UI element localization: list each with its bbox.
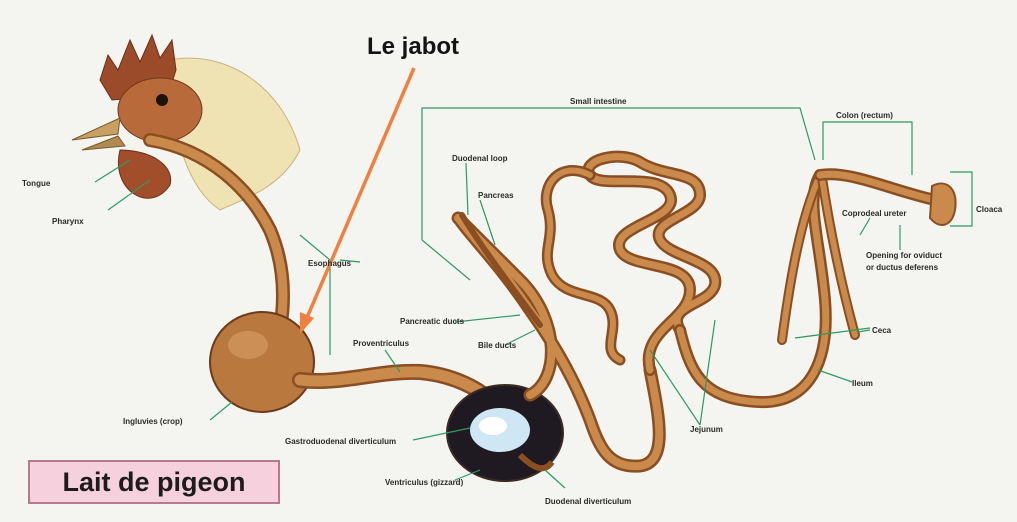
label-duodenal-diverticulum: Duodenal diverticulum: [545, 497, 631, 506]
label-gastroduodenal: Gastroduodenal diverticulum: [285, 437, 396, 446]
label-ventriculus: Ventriculus (gizzard): [385, 478, 464, 487]
label-ileum: Ileum: [852, 379, 873, 388]
caption-text: Lait de pigeon: [62, 467, 245, 498]
label-proventriculus: Proventriculus: [353, 339, 410, 348]
title-text: Le jabot: [367, 33, 459, 60]
title-arrow-head: [300, 312, 314, 334]
label-tongue: Tongue: [22, 179, 51, 188]
label-pharynx: Pharynx: [52, 217, 84, 226]
cloaca-illustration: [930, 183, 956, 224]
rooster-head-illustration: [72, 35, 300, 210]
label-colon-rectum: Colon (rectum): [836, 111, 893, 120]
label-ceca: Ceca: [872, 326, 892, 335]
label-cloaca: Cloaca: [976, 205, 1003, 214]
label-opening-oviduct: Opening for oviduct: [866, 251, 942, 260]
label-esophagus: Esophagus: [308, 259, 352, 268]
label-pancreas: Pancreas: [478, 191, 514, 200]
caption-box: Lait de pigeon: [28, 460, 280, 504]
label-duodenal-loop: Duodenal loop: [452, 154, 508, 163]
label-jejunum: Jejunum: [690, 425, 723, 434]
label-pancreatic-ducts: Pancreatic ducts: [400, 317, 465, 326]
label-small-intestine: Small intestine: [570, 97, 627, 106]
label-crop: Ingluvies (crop): [123, 417, 183, 426]
label-coprodeal-ureter: Coprodeal ureter: [842, 209, 906, 218]
label-ductus-deferens: or ductus deferens: [866, 263, 939, 272]
title-arrow-shaft: [306, 68, 414, 320]
label-bile-ducts: Bile ducts: [478, 341, 517, 350]
